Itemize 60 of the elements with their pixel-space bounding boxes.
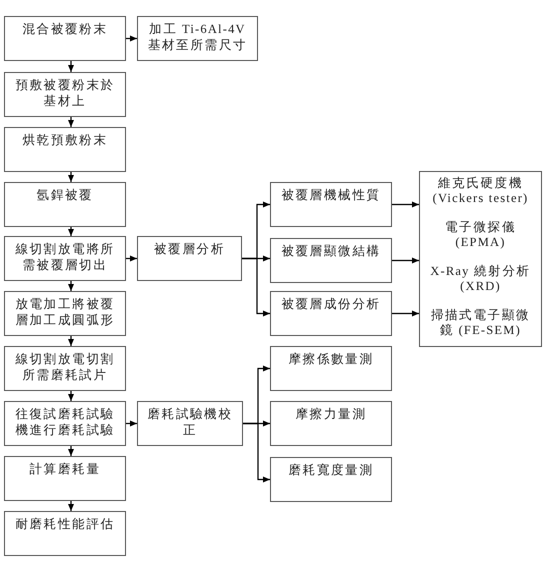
step-text: 摩擦力量測 — [294, 407, 368, 422]
step-text: 往復試磨耗試驗機進行磨耗試驗 — [14, 407, 116, 438]
arrow — [126, 256, 137, 262]
process-box — [270, 238, 392, 283]
step-text: 磨耗寬度量測 — [287, 463, 375, 478]
arrow — [68, 391, 74, 401]
step-text: 被覆層成份分析 — [280, 297, 382, 312]
process-box — [137, 236, 242, 281]
process-box — [4, 456, 126, 501]
step-text: 磨耗試驗機校正 — [146, 407, 234, 438]
arrow — [68, 446, 74, 456]
arrow — [126, 36, 137, 42]
arrow — [243, 422, 270, 482]
arrow — [68, 227, 74, 236]
step-text: 烘乾預敷粉末 — [21, 133, 109, 148]
arrow — [392, 202, 419, 208]
instrument-text: 維克氏硬度機 (Vickers tester) — [432, 176, 530, 206]
arrow — [68, 117, 74, 127]
instrument-text: X-Ray 繞射分析 (XRD) — [429, 264, 532, 294]
arrow — [392, 310, 419, 316]
process-box — [4, 511, 126, 556]
process-box — [270, 291, 392, 336]
arrow — [68, 281, 74, 291]
arrow — [68, 501, 74, 511]
arrow — [392, 258, 419, 264]
step-text: 耐磨耗性能評估 — [14, 517, 116, 532]
step-text: 摩擦係數量測 — [287, 352, 375, 368]
process-box — [270, 401, 392, 446]
process-box — [4, 127, 126, 172]
instrument-text: 掃描式電子顯微鏡 (FE-SEM) — [430, 308, 532, 338]
process-box — [137, 401, 243, 446]
instrument-text: 電子微探儀 (EPMA) — [444, 220, 517, 250]
step-text: 加工 Ti-6Al-4V 基材至所需尺寸 — [146, 22, 248, 53]
arrow — [242, 258, 270, 316]
process-box — [4, 182, 126, 227]
step-text: 放電加工將被覆層加工成圓弧形 — [14, 297, 116, 328]
process-box — [270, 182, 392, 227]
step-text: 預敷被覆粉末於基材上 — [14, 78, 116, 109]
process-box — [4, 401, 126, 446]
step-text: 線切割放電將所需被覆層切出 — [14, 242, 116, 273]
step-text: 計算磨耗量 — [28, 462, 102, 478]
step-text: 被覆層顯微結構 — [280, 244, 382, 260]
process-box — [419, 171, 542, 347]
process-box — [4, 16, 126, 61]
arrow — [68, 336, 74, 346]
process-box — [4, 72, 126, 117]
process-box — [4, 291, 126, 336]
step-text: 氬銲被覆 — [36, 188, 94, 204]
step-text: 線切割放電切割所需磨耗試片 — [14, 352, 116, 383]
arrow — [68, 172, 74, 182]
process-box — [4, 236, 126, 281]
process-box — [137, 16, 258, 61]
process-box — [270, 346, 392, 391]
step-text: 混合被覆粉末 — [21, 22, 109, 38]
step-text: 被覆層機械性質 — [280, 188, 382, 204]
step-text: 被覆層分析 — [153, 242, 226, 258]
process-box — [270, 457, 392, 502]
arrow — [68, 61, 74, 72]
process-box — [4, 346, 126, 391]
arrow — [126, 420, 137, 426]
